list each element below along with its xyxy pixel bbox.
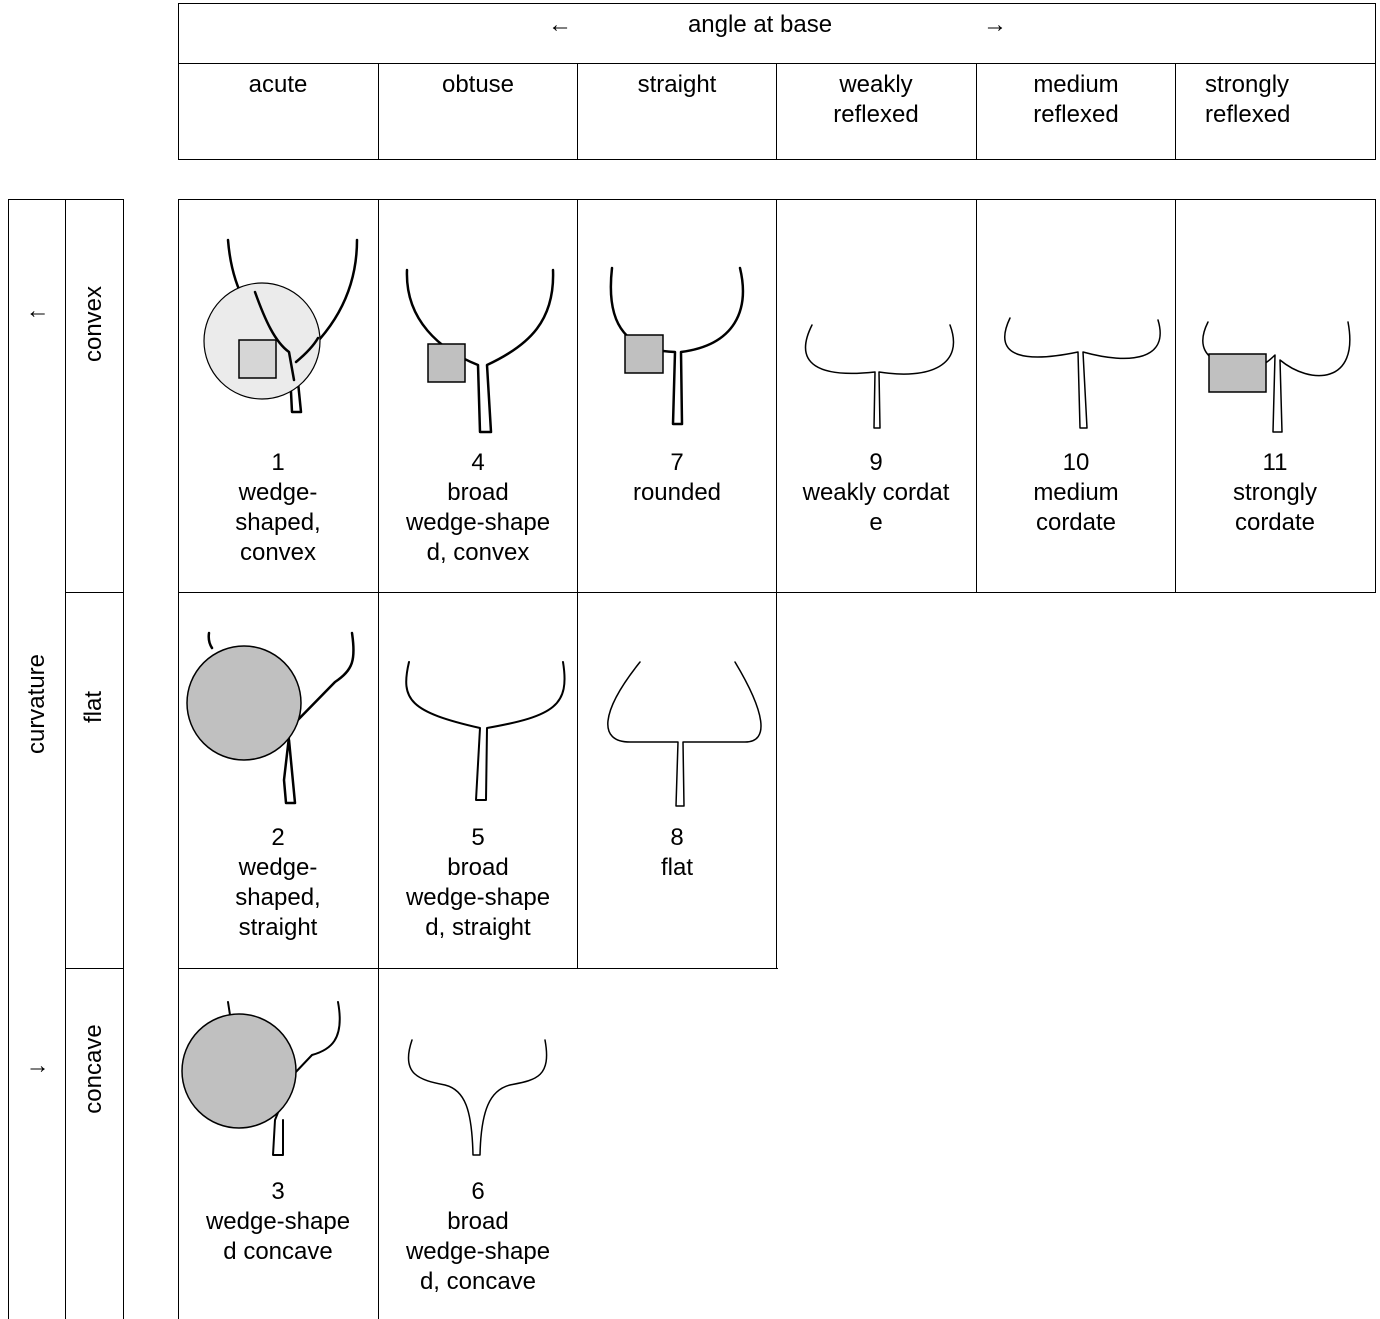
cell-number-9: 9 — [869, 449, 883, 476]
cell-label-2: wedge- shaped, straight — [235, 854, 321, 941]
header-col-sep — [776, 63, 777, 160]
leaf-shape-9 — [804, 324, 955, 429]
header-col-sep — [378, 63, 379, 160]
header-col-sep — [976, 63, 977, 160]
highlight-box — [624, 334, 664, 374]
magnifier-circle — [186, 645, 302, 761]
cell-number-5: 5 — [471, 824, 485, 851]
grid-col — [577, 199, 578, 968]
cell-label-5: broad wedge-shape d, straight — [405, 854, 551, 941]
side-mid-border — [65, 199, 66, 1319]
cell-number-1: 1 — [271, 449, 285, 476]
cell-label-11: strongly cordate — [1232, 479, 1318, 536]
header-col-sep — [577, 63, 578, 160]
grid-col — [378, 199, 379, 1319]
grid-row2-bottom — [178, 968, 778, 969]
side-top-border — [8, 199, 123, 200]
cell-label-4: broad wedge-shape d, convex — [405, 479, 551, 566]
column-header-weakly-reflexed: weakly reflexed — [833, 71, 919, 128]
leaf-shape-10 — [1004, 317, 1161, 429]
grid-col — [976, 199, 977, 592]
cell-label-1: wedge- shaped, convex — [235, 479, 321, 566]
angle-header-table — [178, 3, 1376, 160]
side-left-border — [8, 199, 9, 1319]
side-right-border — [123, 199, 124, 1319]
side-row-sep — [65, 968, 123, 969]
header-col-sep — [1175, 63, 1176, 160]
right-arrow: → — [983, 11, 1007, 38]
column-header-strongly-reflexed: strongly reflexed — [1205, 71, 1291, 128]
header-divider — [178, 63, 1376, 64]
grid-col — [178, 199, 179, 1319]
highlight-box — [427, 343, 466, 383]
leaf-shape-2 — [186, 631, 355, 805]
cell-number-8: 8 — [670, 824, 684, 851]
column-header-obtuse: obtuse — [441, 71, 515, 98]
leaf-shape-1 — [203, 238, 359, 414]
leaf-shape-7 — [609, 266, 745, 426]
cell-number-11: 11 — [1262, 449, 1288, 476]
cell-label-8: flat — [660, 854, 693, 881]
leaf-shape-8 — [607, 661, 762, 807]
leaf-shape-5 — [405, 661, 566, 801]
leaf-shape-3 — [181, 1001, 341, 1156]
grid-col — [1375, 199, 1376, 592]
cell-number-4: 4 — [471, 449, 485, 476]
cell-number-7: 7 — [670, 449, 684, 476]
highlight-box — [1208, 353, 1267, 393]
cell-label-7: rounded — [632, 479, 722, 506]
leaf-shape-6 — [407, 1039, 548, 1156]
side-row-sep — [65, 592, 123, 593]
grid-row1-bottom — [178, 592, 1376, 593]
leaf-shape-11 — [1202, 321, 1351, 433]
cell-label-10: medium cordate — [1033, 479, 1119, 536]
left-arrow: ← — [548, 11, 572, 38]
cell-label-3: wedge-shape d concave — [205, 1208, 351, 1265]
leaf-shape-4 — [405, 268, 555, 434]
magnifier-circle — [181, 1013, 297, 1129]
cell-label-9: weakly cordat e — [802, 479, 950, 536]
cell-number-10: 10 — [1062, 449, 1090, 476]
cell-number-6: 6 — [471, 1178, 485, 1205]
column-header-medium-reflexed: medium reflexed — [1033, 71, 1119, 128]
column-header-acute: acute — [248, 71, 308, 98]
cell-label-6: broad wedge-shape d, concave — [405, 1208, 551, 1295]
highlight-box — [238, 339, 277, 379]
cell-number-3: 3 — [271, 1178, 285, 1205]
column-header-straight: straight — [637, 71, 717, 98]
grid-col — [1175, 199, 1176, 592]
grid-col — [776, 199, 777, 968]
cell-number-2: 2 — [271, 824, 285, 851]
header-title: angle at base — [687, 11, 833, 38]
grid-top — [178, 199, 1376, 200]
